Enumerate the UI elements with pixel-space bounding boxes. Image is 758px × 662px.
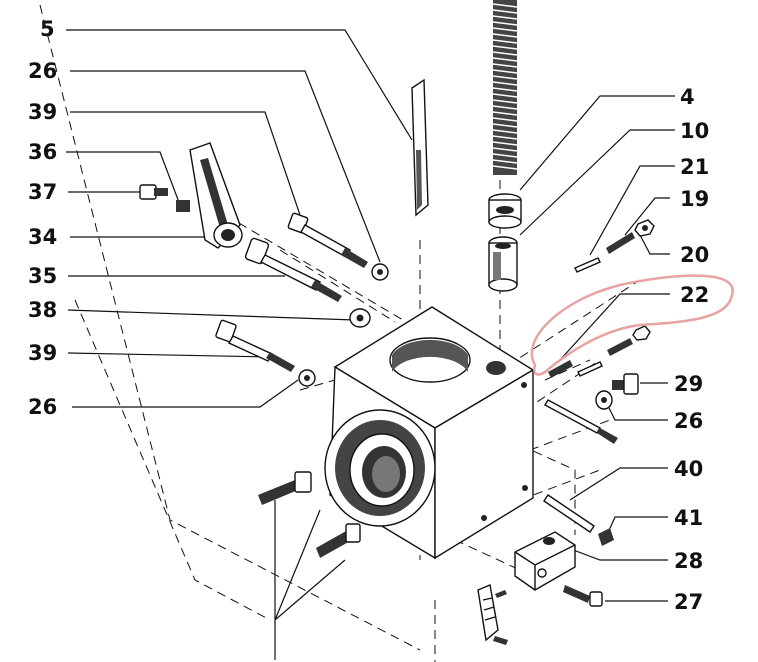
part-37-bolt (139, 184, 168, 200)
leader-lines (66, 29, 675, 660)
part-27-screw (563, 585, 603, 607)
callout-26: 26 (674, 409, 703, 433)
highlight-annotation (530, 274, 734, 376)
part-19-screw (606, 232, 635, 254)
part-34-lever (189, 142, 243, 249)
part-28-clamp (514, 531, 576, 591)
callout-35: 35 (28, 264, 57, 288)
part-20-nut (634, 219, 655, 237)
part-39-bolt-upper (287, 212, 368, 268)
part-5-key (411, 78, 429, 217)
callout-21: 21 (680, 155, 709, 179)
callout-20: 20 (680, 243, 709, 267)
callout-41: 41 (674, 506, 703, 530)
bottom-bracket (477, 584, 508, 645)
part-29-bolt (612, 373, 639, 395)
callout-26: 26 (28, 59, 57, 83)
part-36-spring (176, 200, 190, 212)
callout-27: 27 (674, 590, 703, 614)
callout-5: 5 (40, 17, 55, 41)
part-10-sleeve (488, 236, 518, 292)
part-4-threaded-rod (492, 0, 518, 175)
part-22-screw-and-pin (548, 325, 651, 378)
part-39-bolt-lower (215, 319, 295, 372)
part-26-pin-right (544, 399, 618, 444)
part-21-pin (574, 257, 601, 273)
part-38-washer (349, 308, 371, 328)
part-40-pin (543, 494, 595, 533)
part-35-bolt (244, 237, 342, 302)
callout-labels: 5 26 39 36 37 34 35 38 39 26 4 10 21 19 … (28, 17, 709, 614)
callout-29: 29 (674, 372, 703, 396)
part-41-screw (598, 528, 614, 546)
part-26-washer-lower (298, 369, 316, 387)
callout-39: 39 (28, 100, 57, 124)
callout-37: 37 (28, 180, 57, 204)
callout-4: 4 (680, 85, 695, 109)
callout-22: 22 (680, 283, 709, 307)
callout-34: 34 (28, 225, 57, 249)
callout-10: 10 (680, 119, 709, 143)
main-housing-block (324, 306, 535, 560)
callout-19: 19 (680, 187, 709, 211)
part-4-nut (488, 193, 522, 229)
lower-left-bolts (258, 471, 361, 558)
callout-28: 28 (674, 549, 703, 573)
dashed-centerlines (39, 4, 641, 662)
part-26-washer-right (595, 390, 613, 410)
callout-40: 40 (674, 457, 703, 481)
callout-39: 39 (28, 341, 57, 365)
callout-26: 26 (28, 395, 57, 419)
callout-36: 36 (28, 140, 57, 164)
part-26-washer-upper (371, 263, 389, 281)
callout-38: 38 (28, 298, 57, 322)
